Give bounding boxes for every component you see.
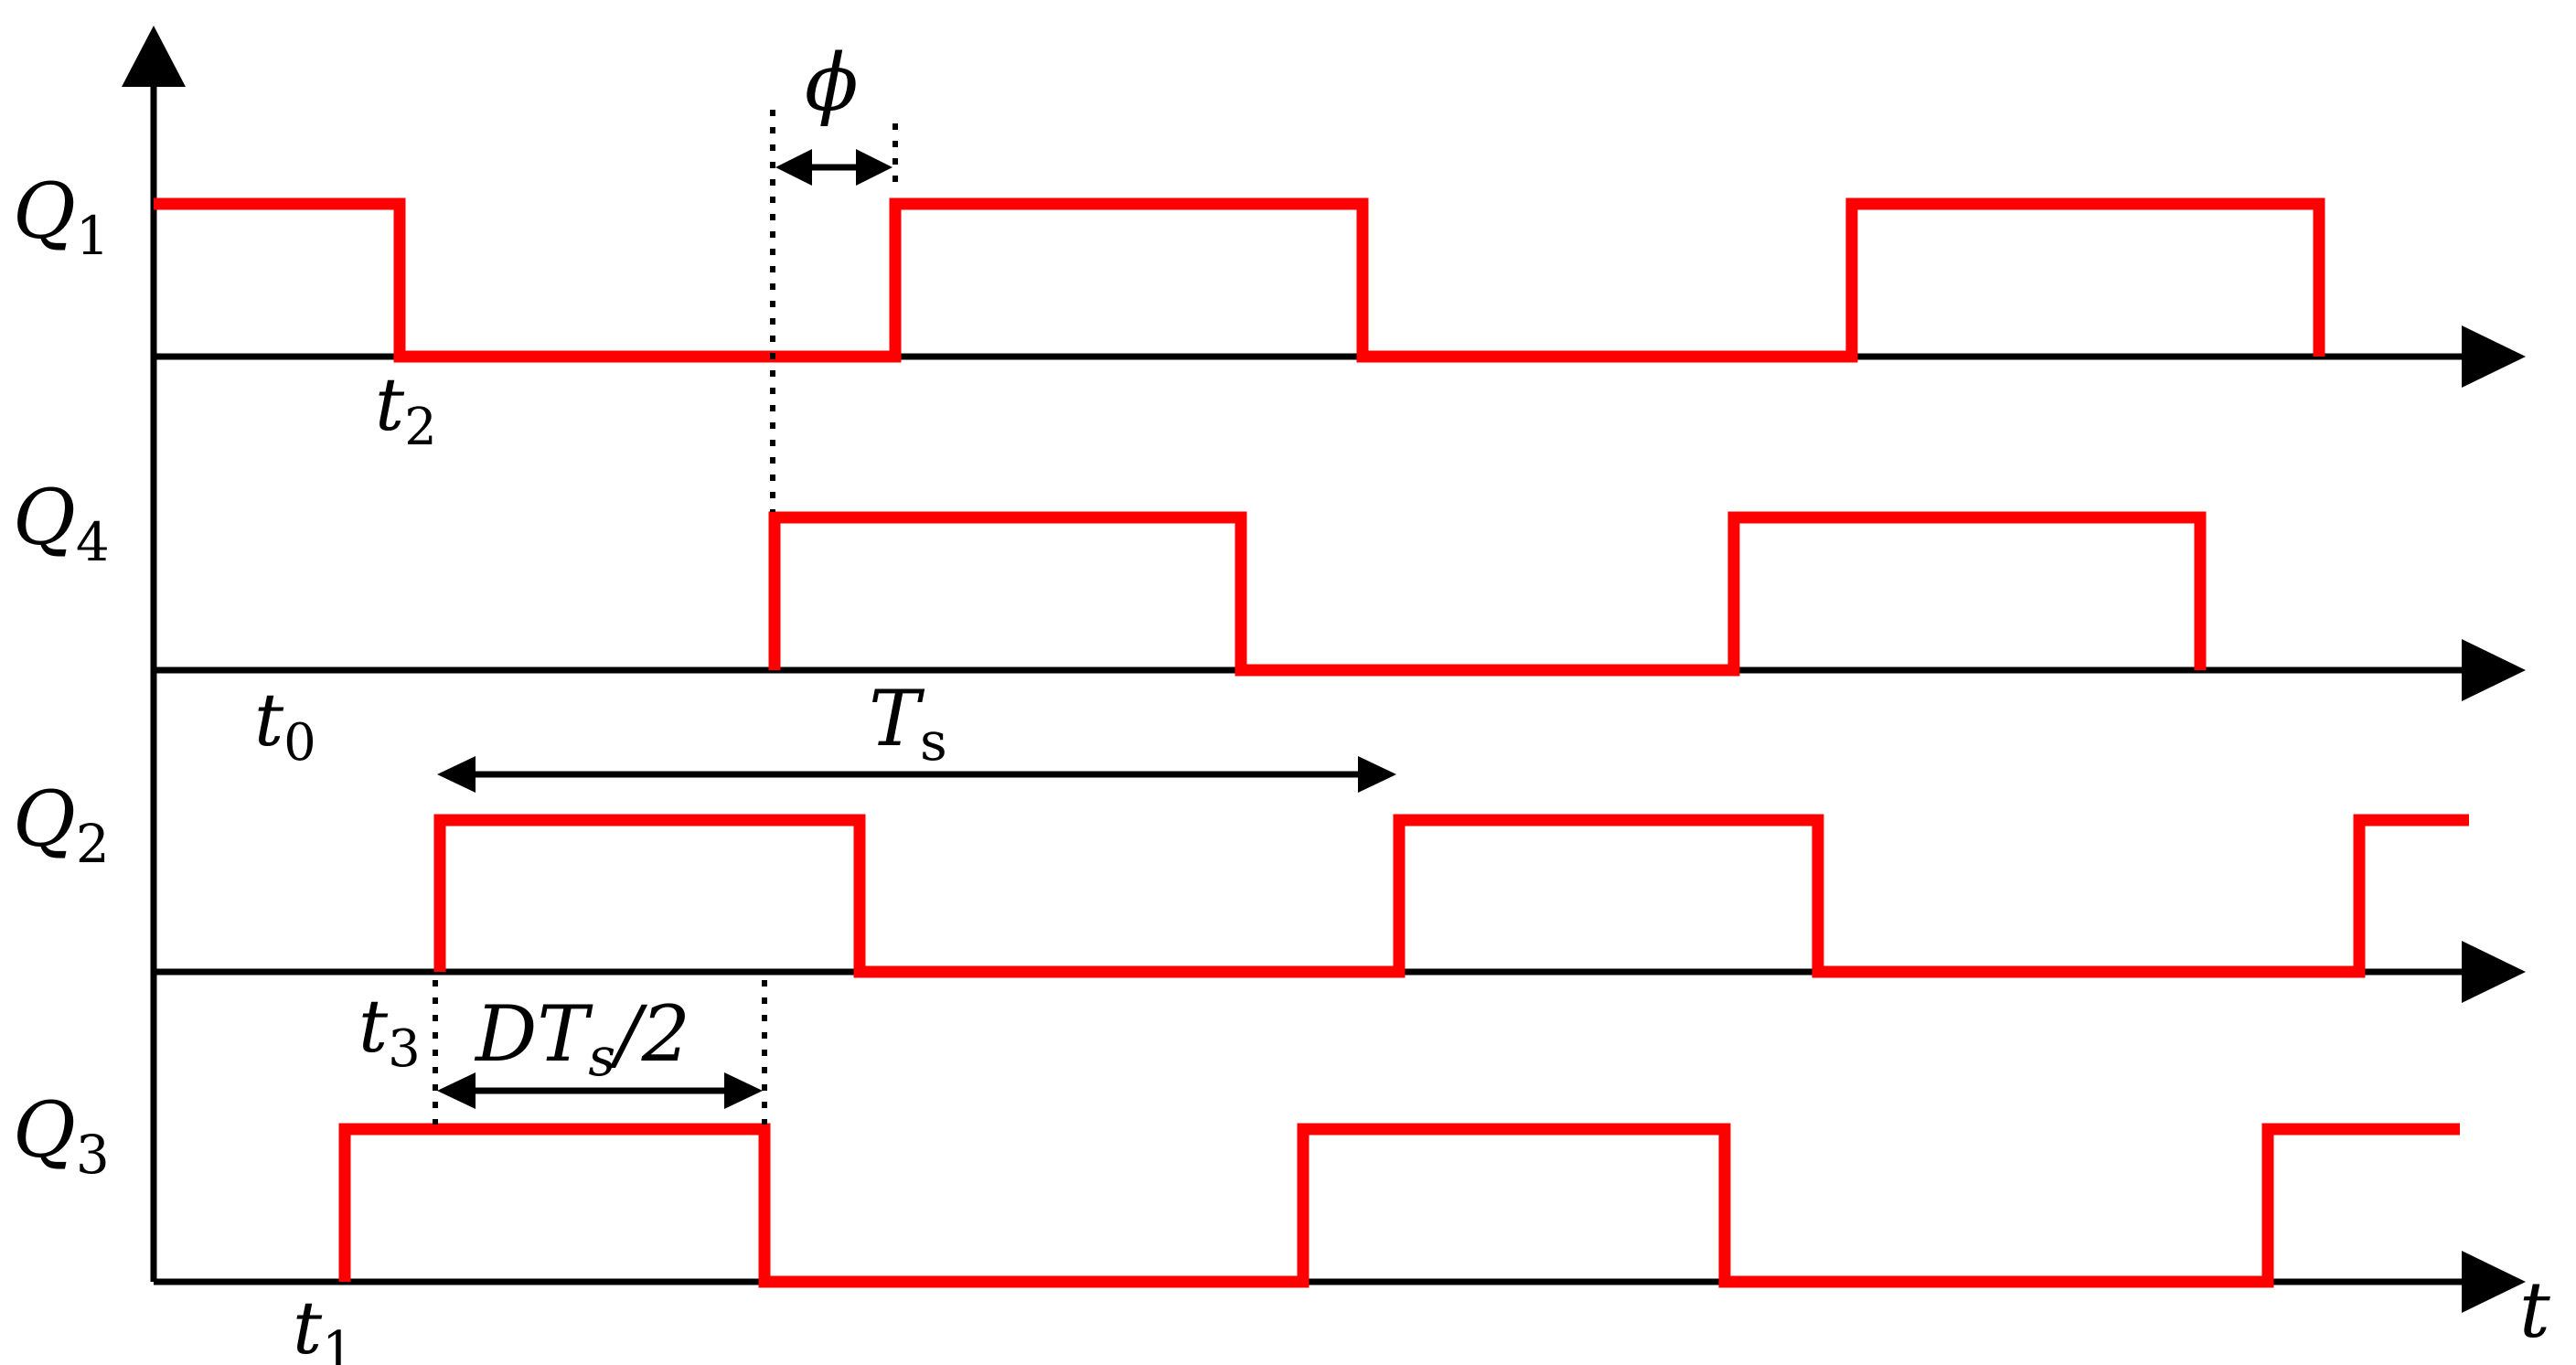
label-period: Ts bbox=[869, 674, 947, 773]
waveform-q4 bbox=[768, 511, 2207, 677]
label-q3: Q3 bbox=[13, 1085, 110, 1186]
label-q2: Q2 bbox=[13, 774, 110, 875]
label-t1: t1 bbox=[293, 1285, 355, 1365]
waveform-q3 bbox=[338, 1123, 2460, 1288]
label-t0: t0 bbox=[254, 677, 316, 773]
label-time-axis: t bbox=[2519, 1265, 2550, 1355]
label-q1: Q1 bbox=[13, 166, 110, 267]
waveform-q1 bbox=[154, 197, 2325, 363]
label-duty: DTs/2 bbox=[474, 989, 690, 1088]
vertical-axis-arrowhead bbox=[122, 26, 186, 87]
label-t3: t3 bbox=[358, 984, 421, 1079]
label-phi: ϕ bbox=[805, 37, 859, 129]
waveform-q2 bbox=[433, 814, 2469, 978]
label-t2: t2 bbox=[375, 362, 437, 457]
phi-dimension-arrow bbox=[775, 149, 893, 186]
label-q4: Q4 bbox=[13, 473, 110, 573]
period-dimension-arrow bbox=[437, 756, 1396, 793]
duty-dimension-arrow bbox=[437, 1072, 763, 1109]
